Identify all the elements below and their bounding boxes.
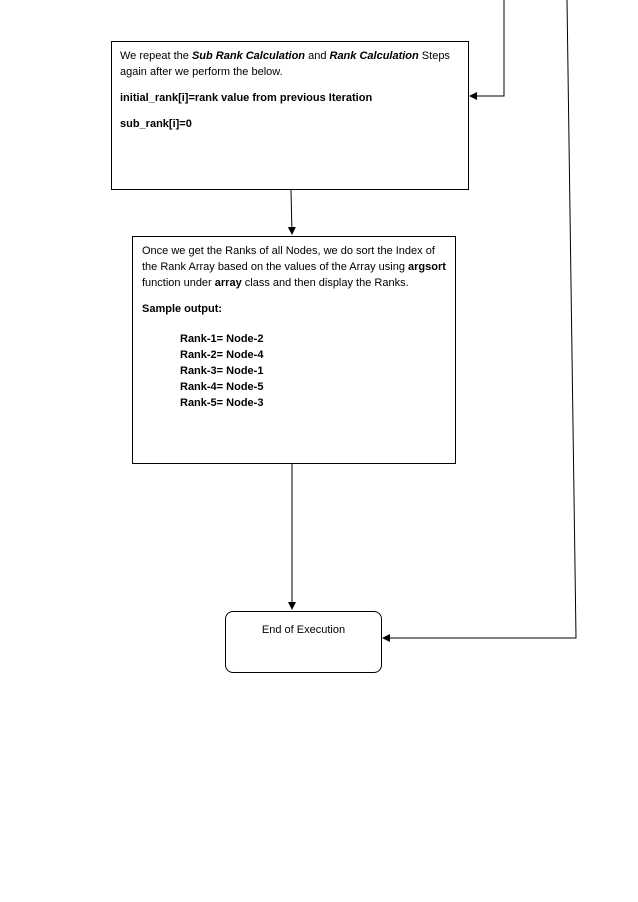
rank-item: Rank-3= Node-1: [180, 365, 264, 377]
rank-item: Rank-2= Node-4: [180, 349, 264, 361]
rank-list: Rank-1= Node-2 Rank-2= Node-4 Rank-3= No…: [180, 331, 446, 411]
rank-item: Rank-5= Node-3: [180, 397, 264, 409]
sample-output-label: Sample output:: [142, 303, 223, 315]
sub-rank-line: sub_rank[i]=0: [120, 118, 192, 130]
rank-item: Rank-1= Node-2: [180, 333, 264, 345]
end-of-execution-box: End of Execution: [225, 611, 382, 673]
sort-description: Once we get the Ranks of all Nodes, we d…: [142, 245, 446, 289]
repeat-description: We repeat the Sub Rank Calculation and R…: [120, 50, 450, 78]
rank-item: Rank-4= Node-5: [180, 381, 264, 393]
arrow-box1-to-box2: [287, 189, 296, 235]
loop-back-arrow: [469, 0, 505, 100]
right-exit-arrow: [382, 0, 577, 642]
repeat-step-box: We repeat the Sub Rank Calculation and R…: [111, 41, 469, 190]
initial-rank-line: initial_rank[i]=rank value from previous…: [120, 92, 373, 104]
sort-ranks-box: Once we get the Ranks of all Nodes, we d…: [132, 236, 456, 464]
end-label: End of Execution: [261, 624, 346, 636]
